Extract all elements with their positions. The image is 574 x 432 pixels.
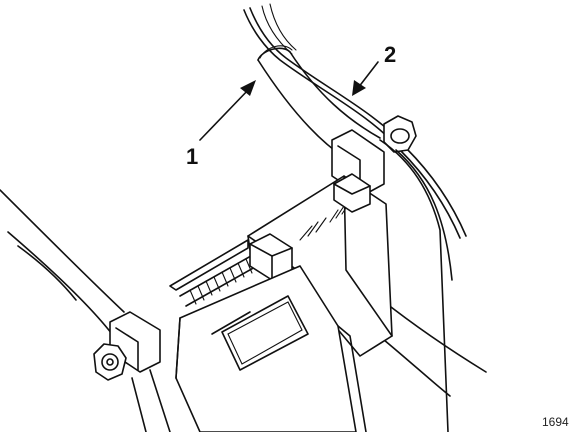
lower-adjust-knob [93,343,127,381]
callout-arrows [199,61,379,141]
figure-number: 1694 [542,415,569,429]
arrow-head-2 [352,80,366,96]
lower-housing [175,265,367,432]
tension-spring [179,251,265,307]
arrow-head-1 [240,80,256,96]
guide-plate [169,239,249,291]
upper-adjust-knob [383,115,417,153]
housing-left-contour [131,369,171,432]
top-latch-tab [333,173,371,213]
housing-window [221,295,309,371]
callout-label-2: 2 [384,42,396,67]
left-handle-tube [0,189,125,335]
cable-bundle [243,3,467,239]
callout-label-1: 1 [186,144,198,169]
